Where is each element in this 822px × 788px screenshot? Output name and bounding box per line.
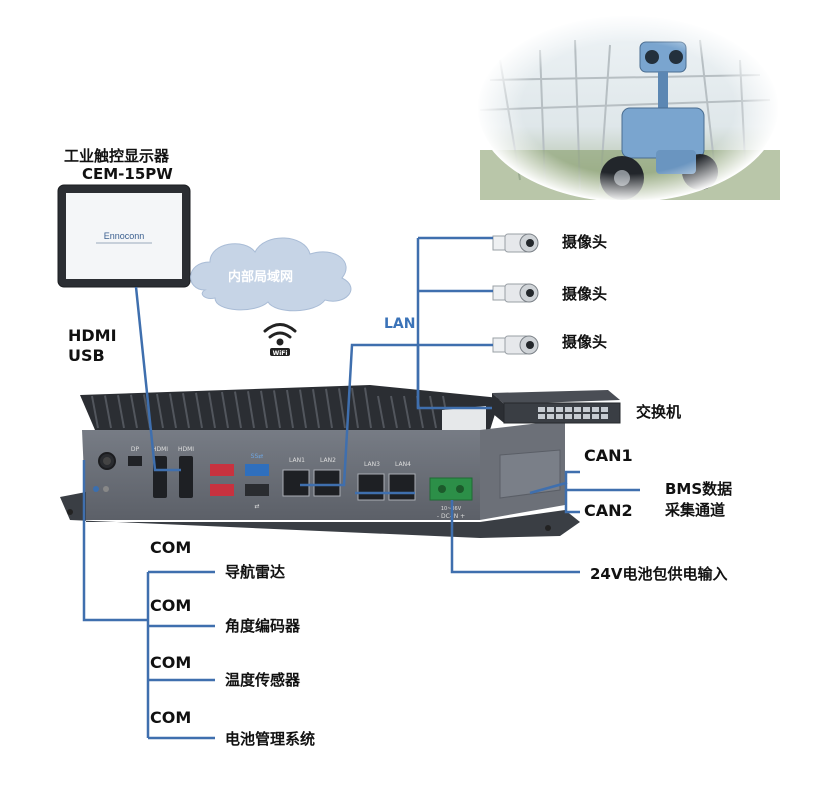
- lan-label: LAN: [384, 316, 416, 332]
- switch-port: [547, 407, 554, 412]
- heatsink-fin: [325, 388, 333, 429]
- heatsink-fin: [364, 387, 372, 429]
- heatsink-fin: [195, 392, 203, 429]
- com-device-2: 角度编码器: [225, 617, 301, 635]
- connection-lines: [82, 236, 640, 740]
- heatsink-fin: [130, 394, 138, 429]
- switch-port: [556, 414, 563, 419]
- power-line: [450, 500, 580, 574]
- com-label-4: COM: [150, 708, 192, 727]
- heatsink-fin: [286, 389, 294, 429]
- com-label-2: COM: [150, 596, 192, 615]
- heatsink-fin: [299, 389, 307, 429]
- svg-text:WiFi: WiFi: [273, 350, 288, 357]
- switch-port: [583, 407, 590, 412]
- usb-label: USB: [68, 346, 105, 365]
- heatsink-fin: [377, 395, 385, 429]
- lan-cloud: [190, 237, 352, 312]
- heatsink-fin: [156, 393, 164, 429]
- touch-monitor: Ennoconn: [57, 184, 191, 288]
- monitor-title: 工业触控显示器: [64, 147, 170, 165]
- heatsink-fin: [117, 395, 125, 429]
- port-label-hdmi-1: HDMI: [152, 446, 168, 453]
- camera-label-2: 摄像头: [562, 285, 608, 303]
- switch-port: [556, 407, 563, 412]
- camera-1: [492, 233, 539, 253]
- heatsink-fin: [312, 389, 320, 429]
- heatsink-fin: [182, 393, 190, 429]
- heatsink-fin: [260, 390, 268, 429]
- can2-label: CAN2: [584, 501, 633, 520]
- com-device-4: 电池管理系统: [225, 730, 316, 748]
- camera-2: [492, 283, 539, 303]
- switch-port: [565, 414, 572, 419]
- port-label-lan2: LAN2: [320, 457, 336, 464]
- switch-port: [601, 407, 608, 412]
- port-label-lan1: LAN1: [289, 457, 305, 464]
- power-label: 24V电池包供电输入: [590, 565, 728, 583]
- monitor-logo-text: Ennoconn: [104, 231, 145, 241]
- hdmi-line: [134, 286, 181, 472]
- switch-port: [538, 407, 545, 412]
- port-label-lan4: LAN4: [395, 461, 411, 468]
- switch-port: [538, 414, 545, 419]
- heatsink-fin: [104, 395, 112, 429]
- heatsink-fin: [247, 391, 255, 429]
- hdmi-label: HDMI: [68, 326, 117, 345]
- lan-line-1: [300, 343, 492, 487]
- network-switch: [492, 390, 621, 424]
- can-line-2: [564, 483, 580, 514]
- heatsink-fin: [208, 392, 216, 429]
- port-label-lan3: LAN3: [364, 461, 380, 468]
- switch-port: [592, 407, 599, 412]
- robot-photo: [476, 14, 780, 202]
- port-label-hdmi-2: HDMI: [178, 446, 194, 453]
- switch-port: [547, 414, 554, 419]
- switch-label: 交换机: [636, 403, 682, 421]
- wifi-icon: WiFi: [263, 323, 297, 357]
- switch-port: [592, 414, 599, 419]
- com-device-3: 温度传感器: [225, 671, 301, 689]
- heatsink-fin: [234, 391, 242, 429]
- switch-port: [565, 407, 572, 412]
- heatsink-fin: [429, 395, 437, 429]
- camera-label-1: 摄像头: [562, 233, 608, 251]
- monitor-model: CEM-15PW: [82, 165, 173, 183]
- port-label-dp: DP: [131, 446, 140, 453]
- heatsink-fin: [221, 391, 229, 429]
- svg-text:⇄: ⇄: [254, 503, 259, 510]
- embedded-pc: DP HDMI HDMI SS⇄ ⇄ LAN1 LAN2 LAN3 LAN4 1…: [60, 385, 580, 538]
- camera-3: [492, 335, 539, 355]
- heatsink-fin: [169, 393, 177, 429]
- com-label-1: COM: [150, 538, 192, 557]
- can-line-1: [529, 470, 580, 495]
- heatsink-fin: [390, 395, 398, 429]
- heatsink-fin: [351, 387, 359, 429]
- bms-label-line1: BMS数据: [665, 480, 733, 498]
- cloud-label: 内部局域网: [228, 270, 294, 285]
- com-bus-trunk: [82, 460, 148, 622]
- can1-label: CAN1: [584, 446, 633, 465]
- switch-port: [583, 414, 590, 419]
- camera-label-3: 摄像头: [562, 333, 608, 351]
- svg-text:SS⇄: SS⇄: [251, 453, 264, 460]
- bms-label-line2: 采集通道: [665, 501, 726, 519]
- heatsink-fin: [338, 388, 346, 429]
- heatsink-fin: [91, 395, 99, 429]
- com-label-3: COM: [150, 653, 192, 672]
- switch-port: [601, 414, 608, 419]
- switch-port: [574, 414, 581, 419]
- heatsink-fin: [273, 390, 281, 429]
- switch-port: [574, 407, 581, 412]
- com-device-1: 导航雷达: [225, 563, 286, 581]
- heatsink-fin: [403, 395, 411, 429]
